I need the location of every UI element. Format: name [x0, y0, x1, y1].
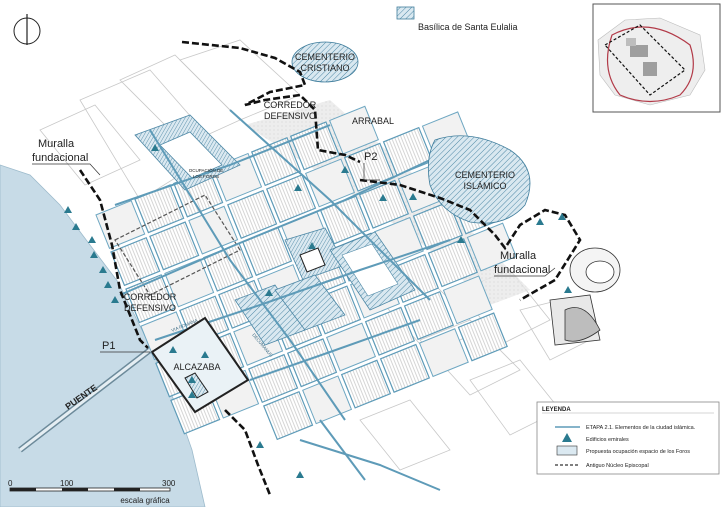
basilica-symbol	[396, 6, 415, 20]
label-cementerio-islamico-2: ISLÁMICO	[463, 181, 506, 191]
city-block	[326, 322, 377, 372]
emiral-building-marker	[90, 251, 98, 258]
city-block	[340, 359, 392, 409]
city-block	[328, 105, 379, 155]
leader-lines	[32, 163, 556, 353]
city-block	[442, 275, 493, 325]
city-block	[418, 328, 469, 378]
outer-street-grid	[39, 39, 591, 471]
emiral-building-marker	[188, 391, 196, 398]
emiral-building-marker	[188, 376, 196, 383]
emiral-building-marker	[409, 193, 417, 200]
label-arrabal: ARRABAL	[352, 116, 394, 126]
label-p1: P1	[102, 340, 115, 352]
emiral-building-marker	[111, 296, 119, 303]
legend-item-2: Edificios emirales	[586, 437, 629, 443]
emiral-building-marker	[294, 184, 302, 191]
label-p2: P2	[364, 151, 377, 163]
scale-caption: escala gráfica	[120, 496, 170, 505]
city-block	[149, 221, 200, 271]
city-block	[289, 121, 341, 171]
label-muralla-right-1: Muralla	[500, 250, 537, 262]
label-corredor-left-2: DEFENSIVO	[124, 303, 176, 313]
emiral-buildings	[64, 144, 572, 478]
emiral-building-marker	[72, 223, 80, 230]
cementerio-cristiano	[291, 41, 359, 83]
emiral-building-marker	[296, 471, 304, 478]
city-block	[457, 312, 508, 362]
city-block	[358, 179, 410, 229]
label-corredor-top-2: DEFENSIVO	[264, 111, 316, 121]
emiral-building-marker	[256, 441, 264, 448]
city-block	[262, 390, 314, 441]
city-block	[286, 338, 338, 388]
legend-box-symbol	[556, 445, 578, 456]
city-block	[427, 238, 478, 288]
emiral-building-marker	[558, 213, 566, 220]
city-block	[343, 142, 395, 192]
city-block	[247, 353, 299, 404]
city-block	[188, 205, 239, 255]
label-ocupacion-2: LOS FOROS	[193, 174, 219, 179]
alcazaba-enclosure	[150, 316, 250, 414]
legend-item-4: Antiguo Núcleo Episcopal	[586, 463, 649, 469]
forum-occupation	[134, 114, 416, 346]
city-block	[265, 174, 317, 224]
emiral-building-marker	[169, 346, 177, 353]
legend-triangle-symbol	[562, 433, 572, 442]
label-muralla-left-1: Muralla	[38, 138, 75, 150]
scale-tick-0: 0	[8, 479, 13, 488]
label-cementerio-cristiano-2: CRISTIANO	[300, 63, 349, 73]
emiral-building-marker	[99, 266, 107, 273]
inset-map	[592, 3, 721, 113]
scale-bar: 0 100 300 escala gráfica	[8, 479, 176, 505]
emiral-building-marker	[201, 351, 209, 358]
emiral-building-marker	[265, 289, 273, 296]
label-ocupacion-1: OCUPACIÓN DE	[189, 167, 223, 173]
emiral-building-marker	[308, 242, 316, 249]
city-block	[95, 200, 146, 249]
label-corredor-top-1: CORREDOR	[264, 100, 317, 110]
city-walls	[78, 40, 582, 496]
label-muralla-right-2: fundacional	[494, 264, 550, 276]
roman-theatre	[549, 247, 621, 346]
emiral-building-marker	[564, 286, 572, 293]
emiral-building-marker	[379, 194, 387, 201]
city-block	[379, 343, 431, 393]
legend-item-1: ETAPA 2.1. Elementos de la ciudad islámi…	[586, 425, 696, 431]
cementerio-islamico	[427, 135, 531, 224]
emiral-building-marker	[341, 166, 349, 173]
emiral-building-marker	[151, 144, 159, 151]
city-block	[226, 189, 278, 239]
legend-title: LEYENDA	[542, 407, 571, 413]
legend-box: LEYENDA ETAPA 2.1. Elementos de la ciuda…	[536, 401, 720, 475]
label-basilica: Basílica de Santa Eulalia	[418, 22, 518, 32]
label-cementerio-cristiano-1: CEMENTERIO	[295, 52, 355, 62]
emiral-building-marker	[88, 236, 96, 243]
label-cementerio-islamico-1: CEMENTERIO	[455, 170, 515, 180]
scale-tick-300: 300	[162, 479, 176, 488]
north-arrow-icon	[13, 14, 41, 45]
scale-tick-100: 100	[60, 479, 74, 488]
emiral-building-marker	[104, 281, 112, 288]
label-corredor-left-1: CORREDOR	[124, 292, 177, 302]
emiral-building-marker	[536, 218, 544, 225]
episcopal-nucleus	[114, 194, 241, 296]
emiral-building-marker	[64, 206, 72, 213]
city-block	[110, 237, 161, 287]
emiral-building-marker	[457, 236, 465, 243]
label-alcazaba: ALCAZABA	[173, 362, 220, 372]
legend-item-3: Propuesta ocupación espacio de los Foros	[586, 449, 690, 455]
label-muralla-left-2: fundacional	[32, 152, 88, 164]
bridge	[18, 347, 152, 453]
